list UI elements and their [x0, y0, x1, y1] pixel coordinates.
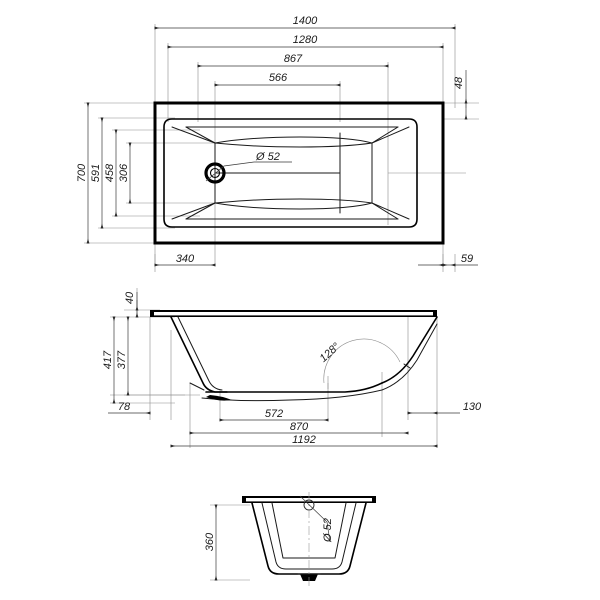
dim-label-59: 59 — [461, 253, 473, 265]
dim-label-1192: 1192 — [292, 434, 316, 446]
dim-label-360: 360 — [204, 532, 216, 551]
top-view-outer-rim — [153, 101, 445, 245]
top-view-end-splay-left-top — [185, 126, 216, 144]
end-view-drain-leader — [299, 495, 331, 543]
side-view-right-wall-inner — [381, 323, 438, 391]
dim-label-1400: 1400 — [293, 15, 318, 27]
label-drain-diameter-top: Ø 52 — [255, 151, 280, 163]
top-view-corner-br — [371, 202, 410, 220]
end-elevation-group: 360 Ø 52 — [204, 492, 376, 588]
top-view-drain-hole — [204, 162, 226, 184]
side-view-rim-inner — [154, 312, 433, 316]
dim-label-591: 591 — [90, 164, 102, 182]
side-view-extension-lines — [110, 288, 438, 448]
top-view-vertical-dimensions — [86, 102, 132, 244]
side-view-floor — [205, 382, 383, 393]
top-view-waist-bottom — [214, 202, 373, 210]
side-view-right-wall-outer — [381, 316, 438, 384]
dim-label-1280: 1280 — [293, 34, 318, 46]
side-view-drain-sump — [206, 395, 232, 401]
top-view-inner-rim — [163, 118, 418, 228]
dim-label-566: 566 — [269, 72, 288, 84]
dim-label-700: 700 — [76, 163, 88, 182]
side-elevation-group: 40 417 377 78 572 870 1192 130 128° — [102, 288, 482, 448]
top-view-end-splay-left-bottom — [185, 202, 216, 220]
label-drain-diameter-end: Ø 52 — [322, 518, 334, 543]
dim-label-870: 870 — [290, 421, 309, 433]
top-view-corner-bl — [171, 202, 216, 220]
dim-label-40: 40 — [124, 291, 136, 304]
top-view-waist-top — [214, 136, 373, 144]
side-view-left-wall-inner — [177, 316, 223, 391]
dim-label-572: 572 — [265, 408, 283, 420]
top-view-horizontal-dimensions — [154, 26, 456, 87]
top-view-group: 1400 1280 867 566 700 591 458 306 48 340… — [76, 15, 479, 272]
dim-label-458: 458 — [104, 163, 116, 182]
side-view-left-foot — [189, 382, 205, 391]
top-view-corner-tr — [371, 126, 410, 144]
dim-label-78: 78 — [118, 401, 131, 413]
dim-label-48: 48 — [453, 76, 465, 89]
side-view-right-tick — [403, 363, 411, 369]
top-view-drain-leader — [205, 161, 292, 182]
dim-label-306: 306 — [118, 163, 130, 182]
dim-label-130: 130 — [463, 401, 482, 413]
side-view-dimensions — [108, 292, 460, 448]
end-view-bowl-inner-2 — [271, 502, 347, 559]
dim-label-417: 417 — [102, 350, 114, 369]
dim-label-867: 867 — [284, 53, 303, 65]
top-view-end-splay-right-top — [371, 126, 399, 144]
dim-label-340: 340 — [176, 253, 195, 265]
side-view-angle-arc — [323, 338, 401, 384]
dim-label-377: 377 — [116, 350, 128, 369]
top-view-end-splay-right-bottom — [371, 202, 399, 220]
top-view-corner-tl — [171, 126, 216, 144]
